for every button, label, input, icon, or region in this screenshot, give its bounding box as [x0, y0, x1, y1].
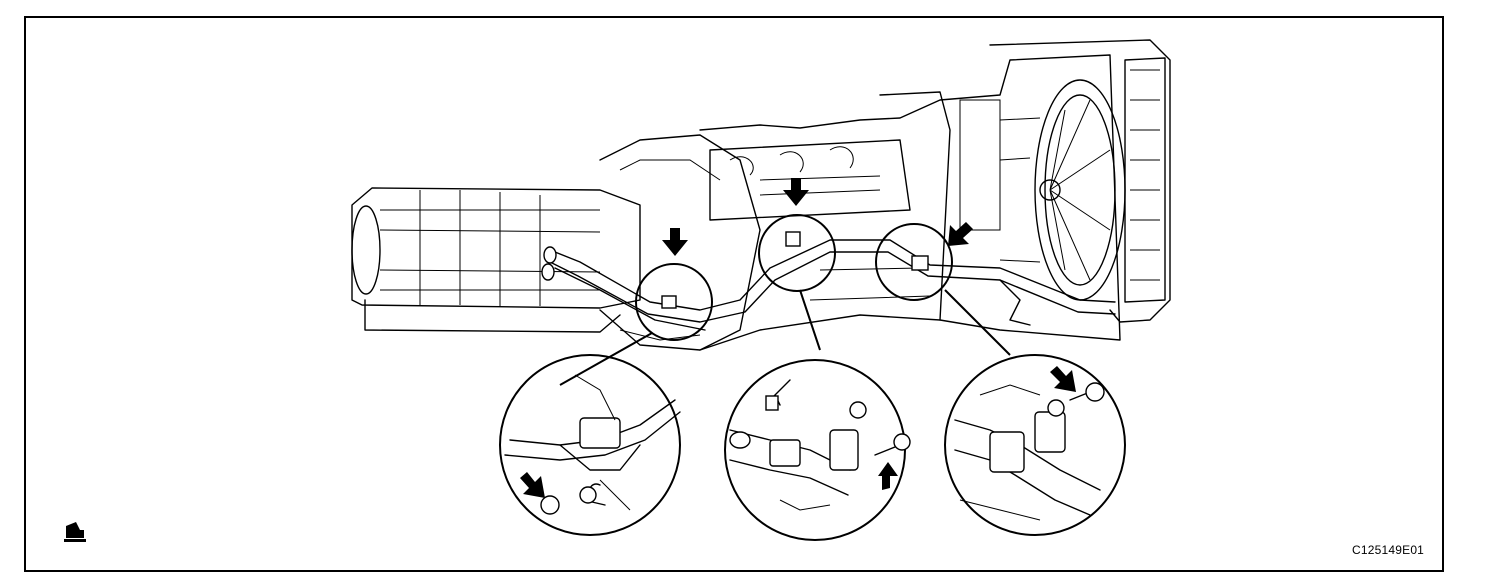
- detail-view-right-clamp: [944, 354, 1126, 536]
- figure-code: C125149E01: [1352, 543, 1425, 557]
- callout-circle-center: [758, 214, 836, 292]
- engine-transmission-assembly: [351, 39, 1171, 351]
- figure-frame: [24, 16, 1444, 572]
- callout-circle-left: [635, 263, 713, 341]
- callout-circles: [559, 214, 1011, 386]
- detail-view-left-clamp: [499, 354, 681, 536]
- arrow-icon: [662, 178, 973, 256]
- callout-circle-right: [875, 223, 953, 301]
- oil-cooler-pipes: [541, 231, 1116, 331]
- new-part-icon: [64, 522, 86, 542]
- detail-view-center-clamp: [724, 359, 911, 541]
